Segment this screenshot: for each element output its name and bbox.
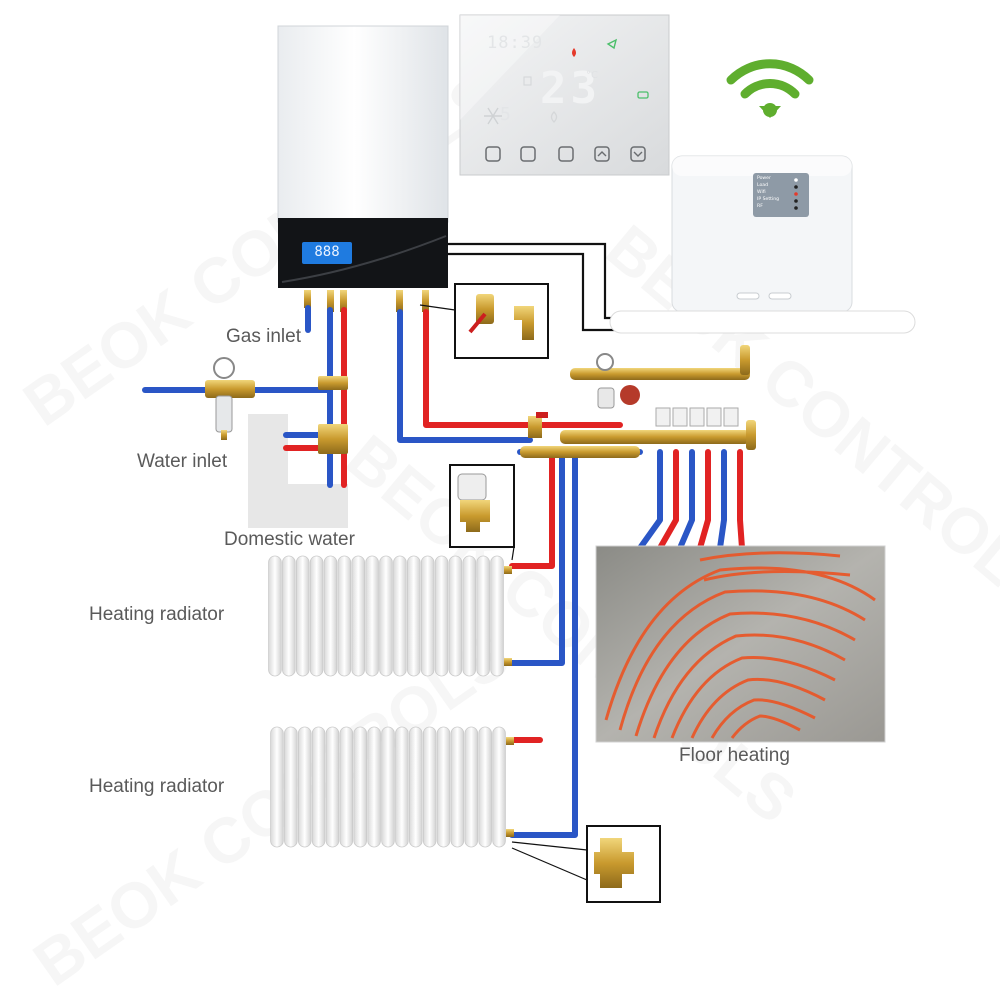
thermostat-clock: 18:39 bbox=[487, 33, 543, 53]
radiator-column bbox=[324, 556, 337, 676]
gateway-indicator-label: IP Setting bbox=[757, 196, 793, 203]
label-domestic-water: Domestic water bbox=[224, 529, 355, 551]
floor-heating-photo bbox=[596, 546, 885, 742]
heating-system-diagram: BEOK CONTROLS BEOK CONTROLS BEOK CONTROL… bbox=[0, 0, 1000, 947]
diagram-graphics bbox=[0, 0, 1000, 947]
actuator-3 bbox=[690, 408, 704, 426]
gateway-indicator-label: Power bbox=[757, 175, 793, 182]
gateway-indicator-label: RF bbox=[757, 203, 793, 210]
pressure-gauge-icon bbox=[214, 358, 234, 378]
label-heating-radiator-1: Heating radiator bbox=[89, 604, 224, 626]
radiator-column bbox=[271, 727, 284, 847]
radiator-valve-top bbox=[504, 566, 512, 574]
radiator-column bbox=[423, 727, 436, 847]
heating-radiator-2 bbox=[271, 727, 514, 847]
wall-block-bottom bbox=[248, 484, 348, 528]
radiator-column bbox=[435, 556, 448, 676]
label-floor-heating: Floor heating bbox=[679, 745, 790, 767]
radiator-column bbox=[382, 727, 395, 847]
thermometer-gauge-icon bbox=[597, 354, 613, 370]
radiator-column bbox=[396, 727, 409, 847]
thermostat-fan-speed: 5 bbox=[500, 104, 511, 125]
valve-inset-top bbox=[420, 284, 548, 358]
radiator-column bbox=[338, 556, 351, 676]
actuator-1 bbox=[656, 408, 670, 426]
radiator-column bbox=[366, 556, 379, 676]
wifi-icon bbox=[731, 64, 809, 118]
radiator-column bbox=[296, 556, 309, 676]
label-water-inlet: Water inlet bbox=[137, 451, 227, 473]
label-heating-radiator-2: Heating radiator bbox=[89, 776, 224, 798]
gateway-indicator-label: Wifi bbox=[757, 189, 793, 196]
gateway-button-2[interactable] bbox=[769, 293, 791, 299]
radiator-column bbox=[310, 556, 323, 676]
radiator-column bbox=[479, 727, 492, 847]
radiator-column bbox=[368, 727, 381, 847]
radiator-column bbox=[298, 727, 311, 847]
radiator-column bbox=[380, 556, 393, 676]
radiator-valve-inset bbox=[450, 465, 514, 560]
radiator-column bbox=[340, 727, 353, 847]
radiator-column bbox=[326, 727, 339, 847]
radiator-column bbox=[312, 727, 325, 847]
radiator-column bbox=[407, 556, 420, 676]
radiator-column bbox=[451, 727, 464, 847]
radiator-column bbox=[493, 727, 506, 847]
actuator-5 bbox=[724, 408, 738, 426]
mounting-rail bbox=[610, 311, 915, 333]
radiator-valve-bottom bbox=[504, 658, 512, 666]
radiator-column bbox=[354, 727, 367, 847]
radiator-column bbox=[465, 727, 478, 847]
radiator-column bbox=[437, 727, 450, 847]
gateway-indicator-label: Load bbox=[757, 182, 793, 189]
actuator-4 bbox=[707, 408, 721, 426]
radiator-column bbox=[477, 556, 490, 676]
boiler bbox=[278, 26, 448, 288]
boiler-display-text: 888 bbox=[305, 244, 349, 260]
radiator-column bbox=[269, 556, 282, 676]
radiator-column bbox=[491, 556, 504, 676]
radiator-column bbox=[409, 727, 422, 847]
actuator-2 bbox=[673, 408, 687, 426]
radiator-column bbox=[421, 556, 434, 676]
radiator-column bbox=[282, 556, 295, 676]
boiler-pipe-stubs bbox=[304, 290, 429, 312]
circulation-pump bbox=[620, 385, 640, 405]
floor-heating-manifold bbox=[520, 345, 756, 458]
label-gas-inlet: Gas inlet bbox=[226, 326, 301, 348]
heating-radiator-1 bbox=[269, 556, 512, 676]
gateway-button-1[interactable] bbox=[737, 293, 759, 299]
radiator-column bbox=[284, 727, 297, 847]
radiator-valve-top bbox=[506, 737, 514, 745]
radiator-valve-bottom bbox=[506, 829, 514, 837]
radiator-column bbox=[463, 556, 476, 676]
radiator-column bbox=[394, 556, 407, 676]
thermostat-temp-unit: °C bbox=[586, 70, 598, 81]
radiator-column bbox=[449, 556, 462, 676]
radiator-column bbox=[352, 556, 365, 676]
